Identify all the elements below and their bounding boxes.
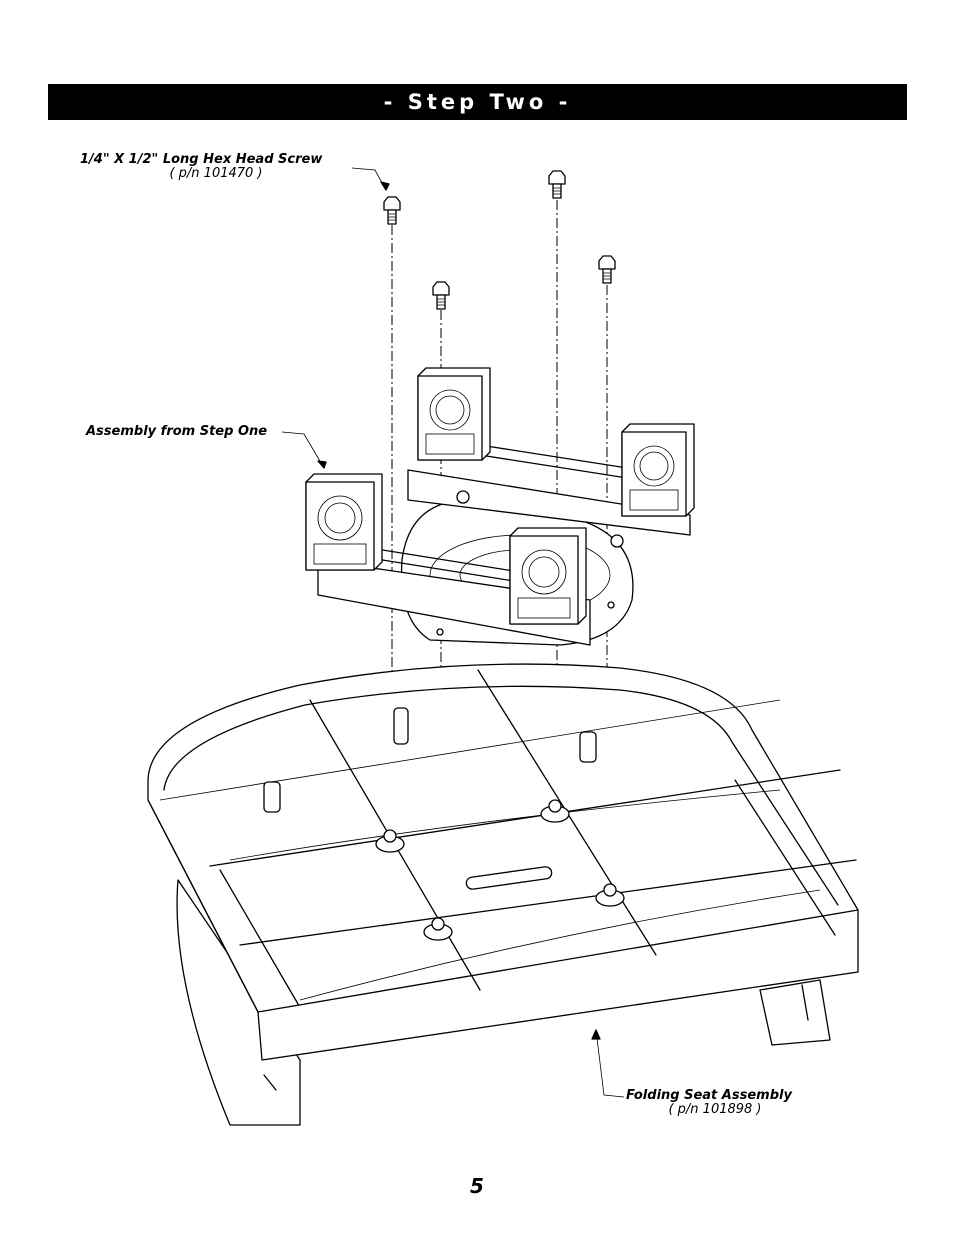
assembly-callout: Assembly from Step One	[86, 425, 267, 439]
screw-leader-line	[351, 167, 387, 191]
screw-callout-part-number: ( p/n 101470 )	[169, 166, 263, 181]
folding-seat-base	[147, 663, 859, 1126]
seat-callout-part-number: ( p/n 101898 )	[668, 1102, 762, 1117]
screw-callout-name: 1/4" X 1/2" Long Hex Head Screw	[80, 152, 323, 167]
leader-lines	[281, 167, 625, 1098]
step-title: - Step Two -	[383, 90, 572, 114]
seat-leader-line	[595, 1029, 625, 1098]
hex-head-screw-icon	[383, 170, 616, 310]
assembly-callout-name: Assembly from Step One	[86, 424, 268, 439]
step-one-assembly	[305, 367, 695, 646]
seat-callout: Folding Seat Assembly ( p/n 101898 )	[626, 1089, 804, 1117]
assembly-leader-line	[281, 431, 325, 469]
step-title-bar: - Step Two -	[48, 84, 907, 120]
screw-callout: 1/4" X 1/2" Long Hex Head Screw ( p/n 10…	[80, 153, 352, 181]
seat-callout-name: Folding Seat Assembly	[626, 1088, 792, 1103]
page-number: 5	[470, 1174, 484, 1198]
